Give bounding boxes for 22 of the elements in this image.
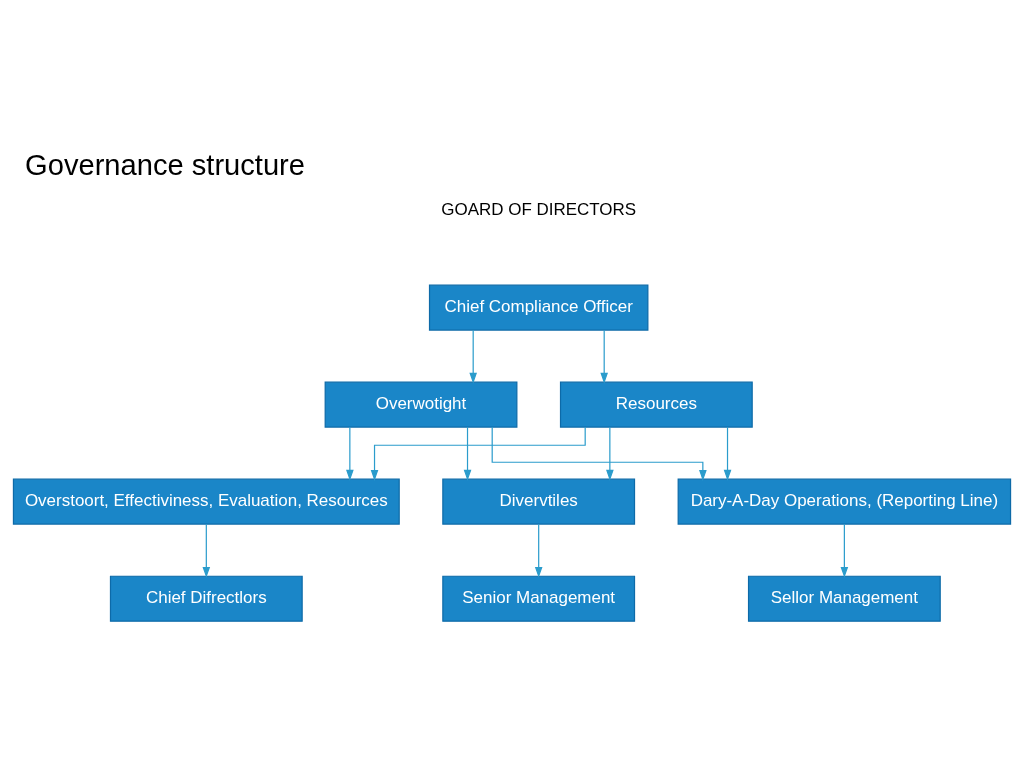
arrow <box>202 523 211 578</box>
arrow <box>463 426 472 481</box>
node-box: Overstoort, Effectiviness, Evaluation, Resources <box>12 478 400 525</box>
arrow <box>469 329 477 384</box>
node-box: Overwotight <box>324 381 518 428</box>
arrow <box>723 426 732 481</box>
node-box: Resources <box>559 381 753 428</box>
arrow <box>491 426 707 481</box>
diagram-title: Governance structure <box>25 148 306 181</box>
arrow <box>606 426 614 481</box>
arrow <box>840 523 849 578</box>
arrow <box>534 523 543 578</box>
node-box: Chief Difrectlors <box>109 575 303 622</box>
node-box: Divervtiles <box>442 478 636 525</box>
node-box: Dary-A-Day Operations, (Reporting Line) <box>677 478 1012 525</box>
arrow <box>370 426 586 481</box>
node-box: Sellor Management <box>747 575 941 622</box>
arrow <box>346 426 354 481</box>
node-box: Senior Management <box>442 575 636 622</box>
label: GOARD OF DIRECTORS <box>441 200 637 220</box>
arrow <box>600 329 608 384</box>
node-box: Chief Compliance Officer <box>428 284 649 331</box>
